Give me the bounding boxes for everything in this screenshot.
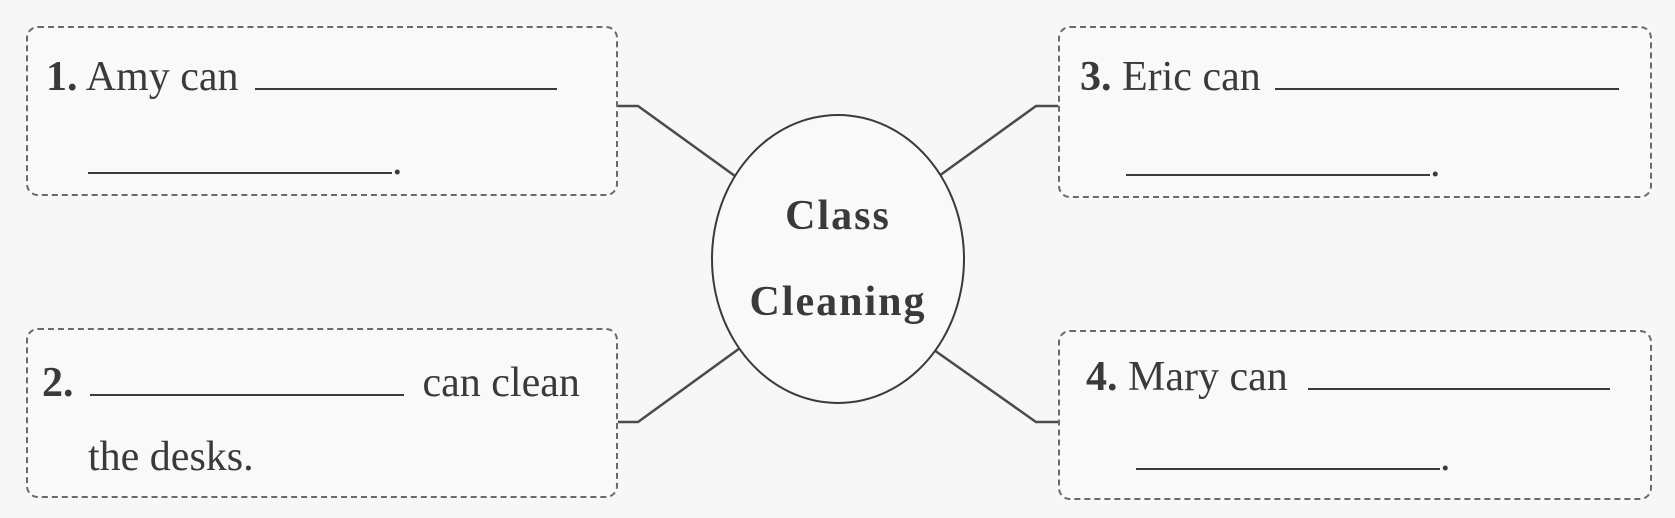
connector-box-4 — [933, 348, 1058, 424]
center-topic-oval: Class Cleaning — [711, 114, 965, 404]
box-2-continuation: the desks. — [88, 434, 254, 480]
box-2-line-2: the desks. — [88, 436, 254, 478]
box-3-number: 3. — [1080, 54, 1112, 100]
box-1: 1. Amy can . — [26, 26, 618, 196]
box-1-blank-1[interactable] — [254, 58, 557, 90]
box-1-blank-2[interactable] — [88, 142, 392, 174]
connector-box-3 — [938, 104, 1058, 178]
box-4-blank-1[interactable] — [1308, 358, 1611, 390]
box-3-blank-1[interactable] — [1275, 58, 1620, 90]
box-3: 3. Eric can . — [1058, 26, 1652, 198]
box-4-line-1: 4. Mary can — [1086, 354, 1611, 400]
box-1-line-1: 1. Amy can — [46, 56, 557, 98]
box-4-blank-2[interactable] — [1136, 438, 1440, 470]
box-4-prompt: Mary can — [1128, 354, 1288, 400]
box-3-prompt: Eric can — [1122, 54, 1261, 100]
box-3-line-1: 3. Eric can — [1080, 54, 1620, 100]
connector-box-1 — [618, 104, 736, 178]
connector-box-2 — [618, 346, 741, 424]
center-title-line-2: Cleaning — [749, 279, 927, 325]
box-4: 4. Mary can . — [1058, 330, 1652, 500]
box-1-prompt: Amy can — [85, 54, 239, 100]
box-2-line-1: 2. can clean — [42, 362, 580, 404]
box-1-number: 1. — [46, 54, 78, 100]
box-2-number: 2. — [42, 360, 74, 406]
box-3-blank-2[interactable] — [1126, 144, 1430, 176]
center-title-line-1: Class — [785, 193, 891, 239]
box-4-period: . — [1440, 434, 1451, 480]
box-4-number: 4. — [1086, 354, 1118, 400]
box-2-prompt: can clean — [422, 360, 580, 406]
box-3-line-2: . — [1126, 142, 1441, 184]
box-2: 2. can clean the desks. — [26, 328, 618, 498]
box-1-period: . — [392, 138, 403, 184]
box-2-blank[interactable] — [90, 364, 404, 396]
box-4-line-2: . — [1136, 436, 1451, 478]
box-3-period: . — [1430, 140, 1441, 186]
box-1-line-2: . — [88, 140, 403, 182]
